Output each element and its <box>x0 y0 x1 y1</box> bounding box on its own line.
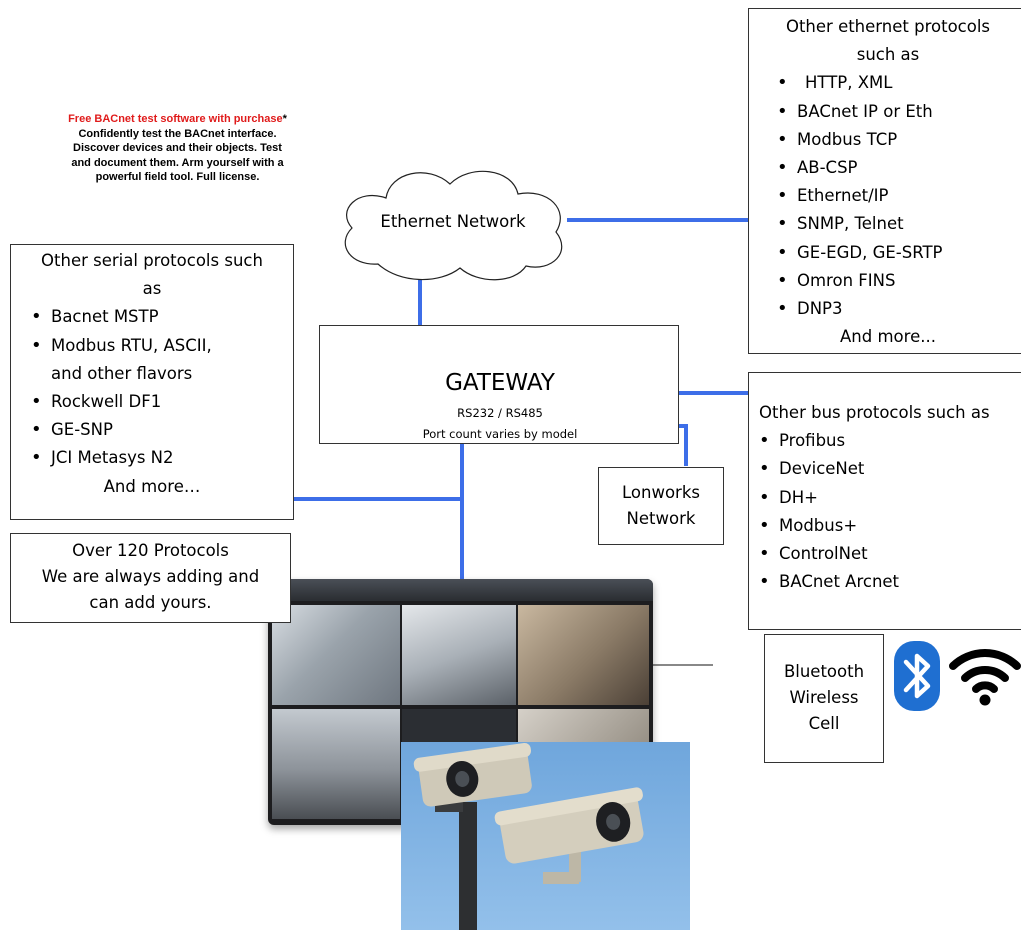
promo-line: Confidently test the BACnet interface. <box>78 127 277 140</box>
promo-text: Free BACnet test software with purchase*… <box>10 112 345 185</box>
list-item: HTTP, XML <box>769 69 1021 97</box>
count-line: Over 120 Protocols <box>72 541 229 560</box>
list-item-continuation: and other flavors <box>51 363 193 383</box>
wireless-line: Wireless <box>789 688 859 707</box>
ethernet-protocol-list: HTTP, XML BACnet IP or Eth Modbus TCP AB… <box>769 69 1021 323</box>
ethernet-protocols-box: Other ethernet protocols such as HTTP, X… <box>748 8 1021 354</box>
list-item: GE-SNP <box>23 416 293 444</box>
gateway-ports: RS232 / RS485 <box>457 406 543 420</box>
ethernet-more: And more... <box>840 327 936 347</box>
serial-heading-line: Other serial protocols such <box>41 251 263 270</box>
promo-line: Discover devices and their objects. Test <box>73 142 282 154</box>
list-item: BACnet Arcnet <box>751 568 1021 596</box>
list-item: Omron FINS <box>769 267 1021 295</box>
camera-tile <box>518 605 649 705</box>
bus-heading: Other bus protocols such as <box>759 403 990 422</box>
count-line: can add yours. <box>89 593 212 612</box>
list-item: Modbus TCP <box>769 126 1021 154</box>
camera-tile <box>402 605 516 705</box>
ethernet-heading-line: such as <box>856 45 920 65</box>
ethernet-heading-line: Other ethernet protocols <box>785 17 991 36</box>
protocol-count-box: Over 120 Protocols We are always adding … <box>10 533 291 623</box>
camera-tile <box>272 605 400 705</box>
serial-heading-line: as <box>142 279 162 299</box>
list-item: SNMP, Telnet <box>769 210 1021 238</box>
list-item: Bacnet MSTP <box>23 303 293 331</box>
bus-protocol-list: Profibus DeviceNet DH+ Modbus+ ControlNe… <box>751 427 1021 596</box>
gateway-port-note: Port count varies by model <box>422 427 578 441</box>
wifi-icon <box>949 649 1021 706</box>
promo-line: and document them. Arm yourself with a <box>71 156 284 169</box>
bluetooth-icon <box>894 641 940 711</box>
wireless-line: Cell <box>808 714 840 733</box>
promo-line: powerful field tool. Full license. <box>95 171 260 183</box>
list-item: GE-EGD, GE-SRTP <box>769 239 1021 267</box>
list-item: Modbus+ <box>751 512 1021 540</box>
count-line: We are always adding and <box>41 567 260 586</box>
serial-protocol-list: Bacnet MSTP Modbus RTU, ASCII, and other… <box>23 303 293 472</box>
promo-highlight: Free BACnet test software with purchase <box>68 113 283 125</box>
list-item: Rockwell DF1 <box>23 388 293 416</box>
wireless-line: Bluetooth <box>783 662 865 681</box>
list-item: DeviceNet <box>751 455 1021 483</box>
list-item: DNP3 <box>769 295 1021 323</box>
lonworks-line: Network <box>626 509 696 528</box>
security-camera-drawing <box>413 742 644 930</box>
ethernet-cloud: Ethernet Network <box>330 160 576 284</box>
list-item: Ethernet/IP <box>769 182 1021 210</box>
gateway-lonworks-line <box>679 424 688 466</box>
list-item: Modbus RTU, ASCII, <box>23 332 293 360</box>
list-item: AB-CSP <box>769 154 1021 182</box>
list-item: BACnet IP or Eth <box>769 98 1021 126</box>
cloud-label: Ethernet Network <box>380 212 526 231</box>
gateway-title: GATEWAY <box>445 370 555 396</box>
camera-photo <box>401 742 690 930</box>
cloud-shape <box>344 170 563 281</box>
wireless-box: Bluetooth Wireless Cell <box>764 634 884 763</box>
list-item: JCI Metasys N2 <box>23 444 293 472</box>
lonworks-line: Lonworks <box>622 483 700 502</box>
serial-more: And more… <box>103 476 201 496</box>
list-item: ControlNet <box>751 540 1021 568</box>
monitor-toolbar <box>268 579 653 601</box>
gateway-box: GATEWAY RS232 / RS485 Port count varies … <box>319 325 679 444</box>
promo-asterisk: * <box>282 113 287 125</box>
bus-protocols-box: Other bus protocols such as Profibus Dev… <box>748 372 1021 630</box>
list-item: Profibus <box>751 427 1021 455</box>
serial-protocols-box: Other serial protocols such as Bacnet MS… <box>10 244 294 520</box>
lonworks-box: Lonworks Network <box>598 467 724 545</box>
list-item: DH+ <box>751 484 1021 512</box>
camera-tile <box>272 709 400 819</box>
